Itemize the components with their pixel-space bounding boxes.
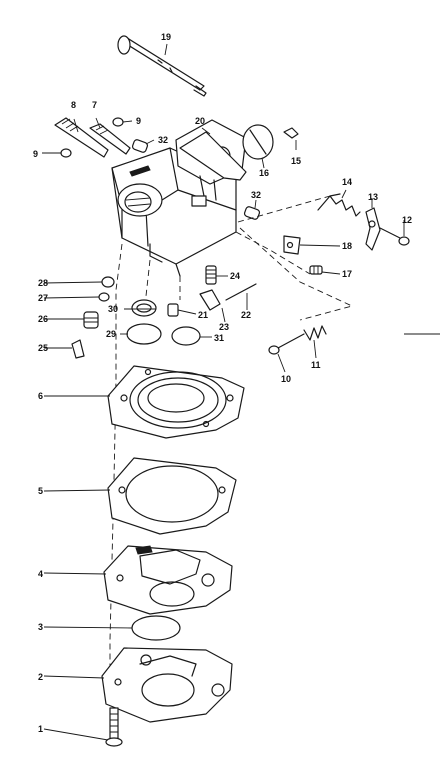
callout-32-right: 32 — [251, 190, 261, 200]
callout-6: 6 — [38, 391, 43, 401]
part-lever-13 — [365, 207, 381, 251]
assembly-line-right-2 — [235, 231, 311, 275]
assembly-line-center — [145, 259, 181, 300]
part-o-ring-left — [60, 148, 72, 158]
part-disc-29 — [126, 323, 162, 345]
callout-25: 25 — [38, 343, 48, 353]
part-screw-12 — [379, 227, 410, 246]
callout-4: 4 — [38, 569, 43, 579]
part-low-speed-needle — [54, 117, 109, 158]
callout-8: 8 — [71, 100, 76, 110]
leader-lines — [42, 43, 405, 741]
part-lever-23 — [199, 289, 221, 311]
part-carburetor-body — [111, 119, 247, 277]
part-throttle-shaft — [117, 35, 207, 97]
part-screw-1 — [105, 707, 123, 747]
callout-16: 16 — [259, 168, 269, 178]
callout-1: 1 — [38, 724, 43, 734]
part-lever-18 — [283, 235, 301, 255]
part-bushing-right — [243, 206, 261, 220]
part-pin-22 — [225, 283, 257, 301]
part-screw-15 — [283, 127, 299, 139]
part-disc-31 — [171, 326, 201, 346]
part-spring-14 — [317, 193, 361, 217]
part-screw-17 — [309, 265, 323, 275]
callout-22: 22 — [241, 310, 251, 320]
callout-27: 27 — [38, 293, 48, 303]
callout-21: 21 — [198, 310, 208, 320]
callout-28: 28 — [38, 278, 48, 288]
callout-32-top: 32 — [158, 135, 168, 145]
part-screw-10 — [268, 333, 305, 355]
part-screen-30 — [131, 299, 157, 317]
part-gasket-5 — [107, 457, 237, 535]
callout-11: 11 — [311, 360, 321, 370]
part-metering-plate-4 — [103, 545, 233, 615]
callout-9-left: 9 — [33, 149, 38, 159]
callout-30: 30 — [108, 304, 118, 314]
callout-17: 17 — [342, 269, 352, 279]
part-bushing-top — [131, 139, 149, 153]
callout-23: 23 — [219, 322, 229, 332]
callout-31: 31 — [214, 333, 224, 343]
callout-18: 18 — [342, 241, 352, 251]
callout-26: 26 — [38, 314, 48, 324]
part-spring-11 — [303, 325, 327, 341]
callout-5: 5 — [38, 486, 43, 496]
part-pump-cover-2 — [101, 647, 233, 723]
part-choke-disc — [242, 124, 274, 160]
callout-29: 29 — [106, 329, 116, 339]
part-needle-24 — [205, 265, 217, 285]
callout-3: 3 — [38, 622, 43, 632]
part-disc-3 — [131, 615, 181, 641]
part-screw-21 — [167, 303, 179, 317]
callout-12: 12 — [402, 215, 412, 225]
callout-7: 7 — [92, 100, 97, 110]
callout-13: 13 — [368, 192, 378, 202]
part-o-ring-top — [112, 117, 124, 127]
assembly-line-right — [237, 195, 354, 321]
callout-14: 14 — [342, 177, 352, 187]
part-throttle-plate — [179, 131, 247, 181]
part-seat-26 — [83, 311, 99, 329]
callout-20: 20 — [195, 116, 205, 126]
callout-24: 24 — [230, 271, 240, 281]
callout-2: 2 — [38, 672, 43, 682]
callout-9-top: 9 — [136, 116, 141, 126]
part-washer-27 — [98, 292, 110, 302]
part-high-speed-needle — [89, 123, 131, 155]
part-plug-25 — [71, 339, 85, 359]
callout-19: 19 — [161, 32, 171, 42]
part-diaphragm-6 — [107, 365, 245, 439]
callout-15: 15 — [291, 156, 301, 166]
callout-labels: 1 2 3 4 5 6 7 8 9 9 10 11 12 13 14 15 16… — [33, 32, 412, 734]
part-cup-28 — [101, 276, 115, 288]
callout-10: 10 — [281, 374, 291, 384]
